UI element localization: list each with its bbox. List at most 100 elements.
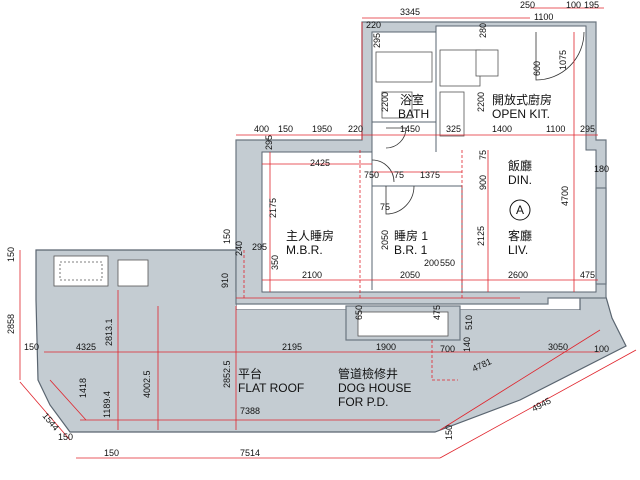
dim-295-c: 295 bbox=[264, 135, 274, 150]
dim-140: 140 bbox=[462, 337, 472, 352]
wash-basin bbox=[381, 91, 413, 119]
master-label-en: M.B.R. bbox=[286, 243, 323, 257]
dim-295-bath: 295 bbox=[372, 33, 382, 48]
dim-900: 900 bbox=[478, 175, 488, 190]
mbr-door bbox=[371, 159, 395, 183]
unit-marker-label: A bbox=[516, 203, 524, 217]
dim-75-b: 75 bbox=[478, 150, 488, 160]
planter-inner bbox=[59, 261, 103, 281]
hob bbox=[475, 49, 499, 77]
dim-1075: 1075 bbox=[558, 50, 568, 70]
doghouse-label-cn: 管道檢修井 bbox=[338, 366, 398, 381]
doghouse-label-en2: FOR P.D. bbox=[338, 395, 388, 409]
dim-2600: 2600 bbox=[508, 270, 528, 280]
dim-75-a: 75 bbox=[394, 170, 404, 180]
dim-7514: 7514 bbox=[240, 448, 260, 458]
dim-510: 510 bbox=[464, 315, 474, 330]
dim-550: 550 bbox=[440, 258, 455, 268]
kitchen-counter bbox=[439, 49, 481, 87]
dim-475-a: 475 bbox=[580, 270, 595, 280]
dim-200: 200 bbox=[424, 258, 439, 268]
entrance-door bbox=[535, 31, 585, 81]
dim-2175: 2175 bbox=[268, 198, 278, 218]
dim-1418: 1418 bbox=[78, 378, 88, 398]
dim-250: 250 bbox=[520, 0, 535, 10]
dim-2125: 2125 bbox=[476, 226, 486, 246]
dim-2200-kit: 2200 bbox=[476, 92, 486, 112]
dim-2050-b: 2050 bbox=[400, 270, 420, 280]
dim-7388: 7388 bbox=[240, 406, 260, 416]
master-label-cn: 主人睡房 bbox=[286, 228, 334, 243]
dim-700: 700 bbox=[440, 344, 455, 354]
bedroom1-label-en: B.R. 1 bbox=[394, 243, 428, 257]
dim-325: 325 bbox=[446, 124, 461, 134]
dim-1375: 1375 bbox=[420, 170, 440, 180]
flatroof-label-cn: 平台 bbox=[238, 366, 262, 381]
bath-label-en: BATH bbox=[398, 107, 429, 121]
dim-280: 280 bbox=[478, 23, 488, 38]
living-label-en: LIV. bbox=[508, 243, 528, 257]
dim-150-a: 150 bbox=[278, 124, 293, 134]
dim-1189: 1189.4 bbox=[102, 391, 112, 418]
dim-2100: 2100 bbox=[302, 270, 322, 280]
dim-1450: 1450 bbox=[400, 124, 420, 134]
dim-2200-bath: 2200 bbox=[380, 92, 390, 112]
dim-4945: 4945 bbox=[530, 396, 552, 414]
dim-180: 180 bbox=[594, 164, 609, 174]
dim-600: 600 bbox=[532, 61, 542, 76]
dining-label-en: DIN. bbox=[508, 173, 532, 187]
dim-75-c: 75 bbox=[380, 202, 390, 212]
dim-150-f: 150 bbox=[104, 448, 119, 458]
dim-line-1544 bbox=[19, 381, 71, 441]
dog-house-inner bbox=[357, 311, 449, 337]
dim-295-d: 295 bbox=[252, 242, 267, 252]
dining-label-cn: 飯廳 bbox=[508, 158, 532, 173]
bath-door bbox=[385, 127, 407, 149]
kitchen-counter-2 bbox=[439, 91, 465, 137]
dim-2852: 2852.5 bbox=[222, 360, 232, 388]
dim-910: 910 bbox=[220, 273, 230, 288]
window-ledge bbox=[595, 187, 607, 285]
ac-unit bbox=[117, 259, 149, 287]
kitchen-label-en: OPEN KIT. bbox=[492, 107, 550, 121]
dim-1100-top: 1100 bbox=[534, 12, 553, 22]
kitchen-label-cn: 開放式廚房 bbox=[492, 92, 552, 107]
dim-2813: 2813.1 bbox=[104, 318, 114, 346]
bedroom1-label-cn: 睡房 1 bbox=[394, 228, 428, 243]
dim-2195: 2195 bbox=[282, 342, 302, 352]
dim-350: 350 bbox=[270, 255, 280, 270]
living-label-cn: 客廳 bbox=[508, 228, 532, 243]
dim-2050-a: 2050 bbox=[380, 230, 390, 250]
dim-1400: 1400 bbox=[492, 124, 512, 134]
doghouse-label-en1: DOG HOUSE bbox=[338, 381, 411, 395]
dim-150-b: 150 bbox=[222, 229, 232, 244]
flat-roof-floor bbox=[48, 292, 612, 424]
dim-195: 195 bbox=[584, 0, 599, 10]
dim-220-b: 220 bbox=[348, 124, 363, 134]
dim-4700: 4700 bbox=[560, 186, 570, 206]
dim-line-4945 bbox=[439, 349, 637, 459]
dim-150-d: 150 bbox=[24, 342, 39, 352]
unit-marker-circle bbox=[509, 199, 531, 221]
dim-1900: 1900 bbox=[376, 342, 396, 352]
dim-2425: 2425 bbox=[310, 158, 330, 168]
dim-220-top: 220 bbox=[366, 20, 381, 30]
dim-240: 240 bbox=[234, 241, 244, 256]
dim-100: 100 bbox=[566, 0, 581, 10]
dim-150-e: 150 bbox=[58, 432, 73, 442]
dim-100-b: 100 bbox=[594, 344, 609, 354]
dim-line-1418 bbox=[49, 379, 87, 421]
dim-295-b: 295 bbox=[580, 124, 595, 134]
dim-3050: 3050 bbox=[548, 342, 568, 352]
br1-door bbox=[385, 185, 415, 215]
dim-4002: 4002.5 bbox=[142, 370, 152, 398]
bathtub bbox=[375, 51, 433, 83]
dim-4325: 4325 bbox=[76, 342, 96, 352]
dim-750: 750 bbox=[364, 170, 379, 180]
dim-150-c: 150 bbox=[6, 247, 16, 262]
dim-150-g: 150 bbox=[444, 425, 454, 440]
dim-1100-b: 1100 bbox=[546, 124, 565, 134]
dim-400: 400 bbox=[254, 124, 269, 134]
dim-650: 650 bbox=[354, 305, 364, 320]
